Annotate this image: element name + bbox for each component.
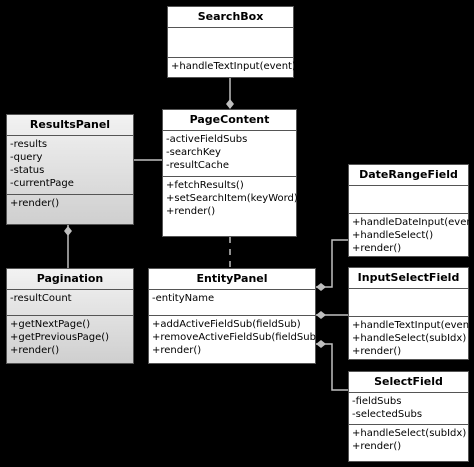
attribute: -searchKey <box>166 147 221 158</box>
method: +handleTextInput(event) <box>352 320 474 331</box>
attribute: -entityName <box>152 293 215 304</box>
method: +handleDateInput(event) <box>352 217 474 228</box>
attributes-section <box>349 289 468 317</box>
method: +handleSelect() <box>352 230 434 241</box>
class-pagecontent: PageContent -activeFieldSubs -searchKey … <box>162 109 298 237</box>
class-name: Pagination <box>7 269 133 290</box>
methods-section: +handleSelect(subIdx) +render() <box>349 425 468 455</box>
attributes-section: -results -query -status -currentPage <box>7 136 133 195</box>
class-name: EntityPanel <box>149 269 315 290</box>
attributes-section <box>168 28 293 58</box>
method: +render() <box>10 345 60 356</box>
method: +handleSelect(subIdx) <box>352 428 467 439</box>
class-inputselectfield: InputSelectField +handleTextInput(event)… <box>348 267 474 360</box>
method: +render() <box>352 441 402 452</box>
method: +handleTextInput(event) <box>171 61 296 72</box>
class-name: ResultsPanel <box>7 115 133 136</box>
attribute: -results <box>10 139 48 150</box>
class-searchbox: SearchBox +handleTextInput(event) <box>167 6 296 78</box>
method: +render() <box>152 345 202 356</box>
class-selectfield: SelectField -fieldSubs -selectedSubs +ha… <box>348 371 469 462</box>
methods-section: +handleTextInput(event) <box>168 58 296 75</box>
method: +render() <box>166 206 216 217</box>
link-entitypanel-selectfield <box>316 343 348 391</box>
methods-section: +handleDateInput(event) +handleSelect() … <box>349 214 474 257</box>
class-name: SearchBox <box>168 7 293 28</box>
methods-section: +addActiveFieldSub(fieldSub) +removeActi… <box>149 316 320 359</box>
attributes-section <box>349 186 468 214</box>
method: +addActiveFieldSub(fieldSub) <box>152 319 301 330</box>
methods-section: +render() <box>7 195 133 212</box>
method: +removeActiveFieldSub(fieldSub) <box>152 332 320 343</box>
attribute: -activeFieldSubs <box>166 134 248 145</box>
class-name: PageContent <box>163 110 296 131</box>
composition-diamond-entitypanel-input <box>316 311 326 319</box>
link-entitypanel-daterangefield <box>316 239 348 288</box>
class-entitypanel: EntityPanel -entityName +addActiveFieldS… <box>148 268 320 364</box>
method: +getPreviousPage() <box>10 332 110 343</box>
attribute: -status <box>10 165 45 176</box>
method: +handleSelect(subIdx) <box>352 333 467 344</box>
method: +getNextPage() <box>10 319 91 330</box>
method: +render() <box>352 346 402 357</box>
methods-section: +handleTextInput(event) +handleSelect(su… <box>349 317 474 360</box>
class-name: SelectField <box>349 372 468 393</box>
attribute: -currentPage <box>10 178 74 189</box>
attribute: -fieldSubs <box>352 396 402 407</box>
attributes-section: -fieldSubs -selectedSubs <box>349 393 468 425</box>
attribute: -resultCount <box>10 293 72 304</box>
composition-diamond-entitypanel-select <box>316 340 326 348</box>
method: +setSearchItem(keyWord) <box>166 193 298 204</box>
attributes-section: -resultCount <box>7 290 133 316</box>
attribute: -query <box>10 152 43 163</box>
class-pagination: Pagination -resultCount +getNextPage() +… <box>6 268 134 364</box>
class-name: DateRangeField <box>349 165 468 186</box>
class-daterangefield: DateRangeField +handleDateInput(event) +… <box>348 164 474 257</box>
methods-section: +getNextPage() +getPreviousPage() +rende… <box>7 316 133 359</box>
method: +render() <box>352 243 402 254</box>
methods-section: +fetchResults() +setSearchItem(keyWord) … <box>163 177 298 220</box>
method: +fetchResults() <box>166 180 244 191</box>
method: +render() <box>10 198 60 209</box>
class-resultspanel: ResultsPanel -results -query -status -cu… <box>6 114 134 225</box>
attribute: -resultCache <box>166 160 229 171</box>
attributes-section: -entityName <box>149 290 315 316</box>
attributes-section: -activeFieldSubs -searchKey -resultCache <box>163 131 296 177</box>
composition-diamond-resultspanel-bottom <box>64 226 72 236</box>
attribute: -selectedSubs <box>352 409 423 420</box>
composition-diamond-pagecontent-top <box>226 99 234 109</box>
composition-diamond-entitypanel-date <box>316 283 326 291</box>
class-name: InputSelectField <box>349 268 468 289</box>
